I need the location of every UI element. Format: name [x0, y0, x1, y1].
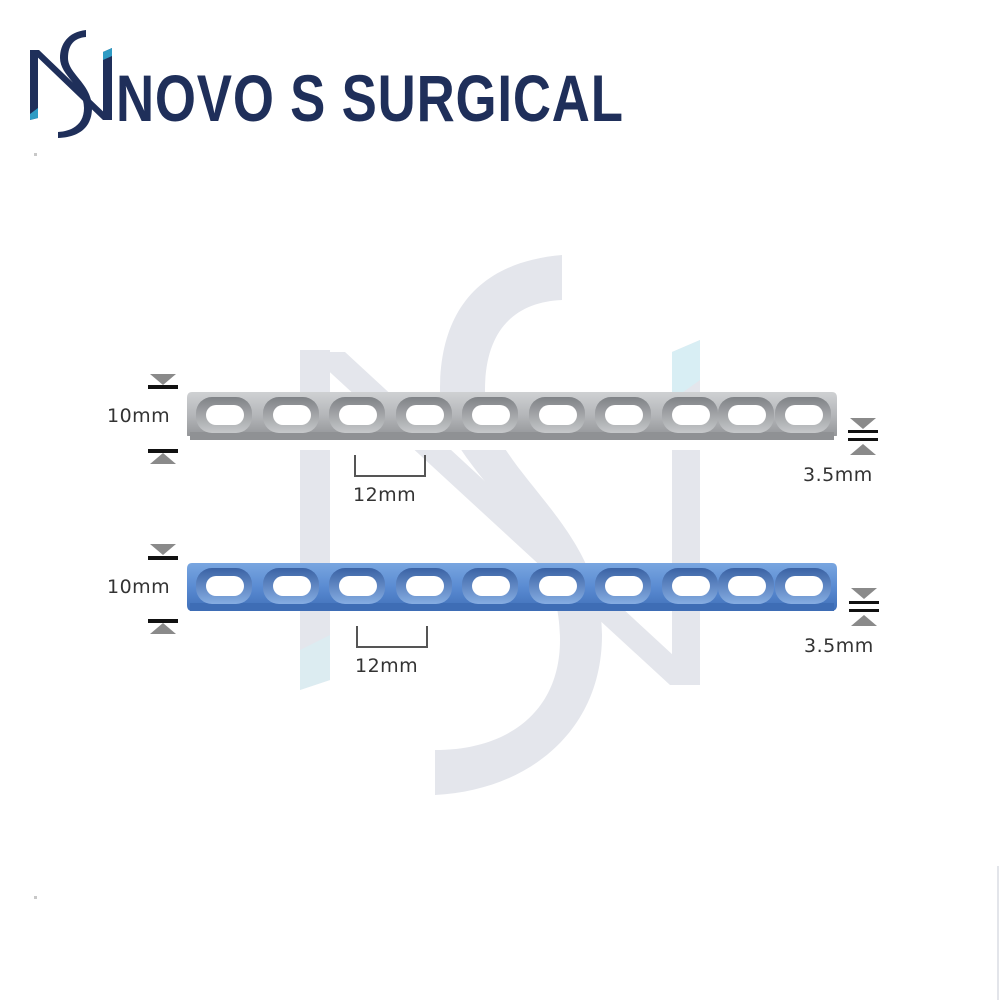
dimension-bar — [148, 556, 178, 560]
brand-name: NOVO S SURGICAL — [116, 61, 624, 135]
crop-mark — [34, 153, 37, 156]
arrow-up-icon — [150, 623, 176, 634]
ns-watermark-icon — [300, 255, 700, 795]
brand-logo: NOVO S SURGICAL — [28, 28, 623, 143]
bone-plate-blue — [186, 559, 838, 621]
width-label: 10mm — [107, 405, 171, 427]
spacing-label: 12mm — [353, 484, 417, 506]
thickness-label: 3.5mm — [804, 635, 874, 657]
spacing-label: 12mm — [355, 655, 419, 677]
ns-monogram-logo-icon — [30, 30, 112, 138]
arrow-up-icon — [850, 444, 876, 455]
arrow-up-icon — [851, 615, 877, 626]
arrow-down-icon — [850, 418, 876, 429]
bone-plate-silver — [186, 388, 838, 450]
width-label: 10mm — [107, 576, 171, 598]
arrow-down-icon — [150, 544, 176, 555]
arrow-down-icon — [150, 374, 176, 385]
dimension-bar — [148, 449, 178, 453]
arrow-down-icon — [851, 588, 877, 599]
dimension-bar — [848, 430, 878, 433]
dimension-bar — [148, 385, 178, 389]
dimension-bar — [849, 601, 879, 604]
dimension-bar — [849, 609, 879, 612]
spacing-bracket — [354, 455, 426, 477]
dimension-bar — [148, 619, 178, 623]
edge-line — [997, 866, 999, 1000]
arrow-up-icon — [150, 453, 176, 464]
spacing-bracket — [356, 626, 428, 648]
thickness-label: 3.5mm — [803, 464, 873, 486]
dimension-bar — [848, 438, 878, 441]
ns-watermark — [290, 240, 720, 800]
crop-mark — [34, 896, 37, 899]
